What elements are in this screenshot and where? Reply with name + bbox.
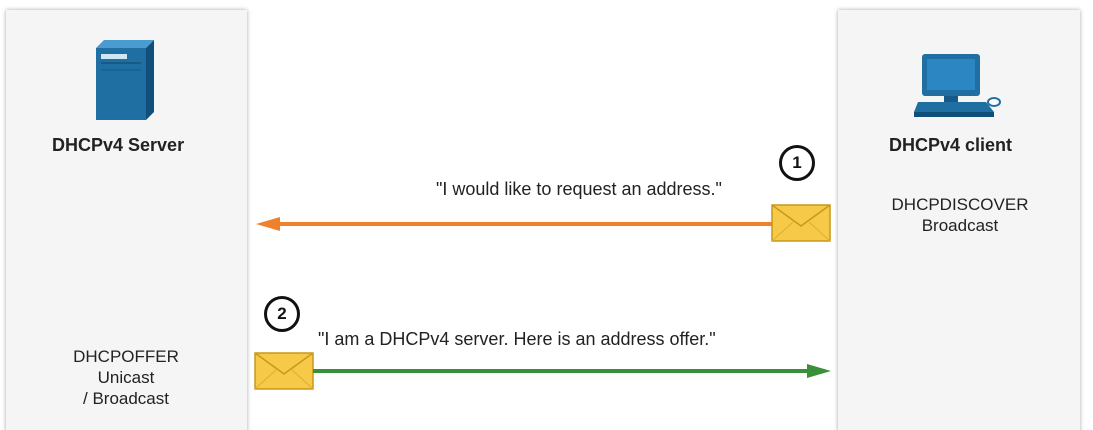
client-delivery: Broadcast <box>921 216 999 235</box>
green-arrow-icon <box>313 361 831 381</box>
step-2-quote: "I am a DHCPv4 server. Here is an addres… <box>318 329 716 349</box>
envelope-icon <box>771 204 831 242</box>
step-2-badge: 2 <box>264 296 300 332</box>
step-1-badge: 1 <box>779 145 815 181</box>
server-delivery-line1: Unicast <box>97 368 155 387</box>
envelope-icon <box>254 352 314 390</box>
server-delivery-line2: / Broadcast <box>83 389 169 408</box>
client-message-type: DHCPDISCOVER <box>891 195 1029 214</box>
server-label: DHCPv4 Server <box>52 135 185 155</box>
orange-arrow-icon <box>256 214 776 234</box>
step-1-quote: "I would like to request an address." <box>436 179 722 199</box>
computer-icon <box>914 54 1004 122</box>
client-message-info: DHCPDISCOVER Broadcast <box>870 194 1050 236</box>
client-label: DHCPv4 client <box>889 135 1013 155</box>
server-message-type: DHCPOFFER <box>73 347 179 366</box>
server-message-info: DHCPOFFER Unicast / Broadcast <box>36 346 216 409</box>
server-icon <box>96 40 158 120</box>
